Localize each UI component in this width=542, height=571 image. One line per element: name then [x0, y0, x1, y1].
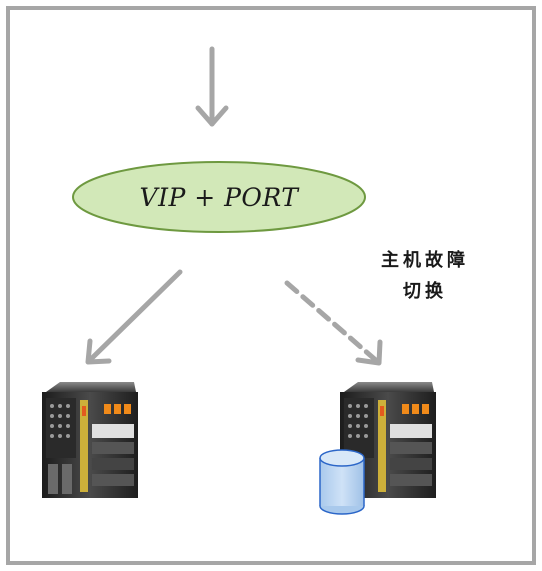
incoming-arrow: [195, 46, 229, 127]
vip-port-node: [72, 161, 366, 233]
primary-route-arrow: [85, 269, 183, 365]
failover-label: 主机故障 切换: [340, 245, 510, 307]
database-icon: [319, 449, 365, 515]
failover-label-line2: 切换: [403, 281, 447, 302]
failover-route-arrow: [284, 280, 383, 366]
failover-label-line1: 主机故障: [381, 250, 469, 271]
primary-server-icon: [42, 382, 138, 498]
vip-port-label: VIP + PORT: [139, 182, 299, 212]
